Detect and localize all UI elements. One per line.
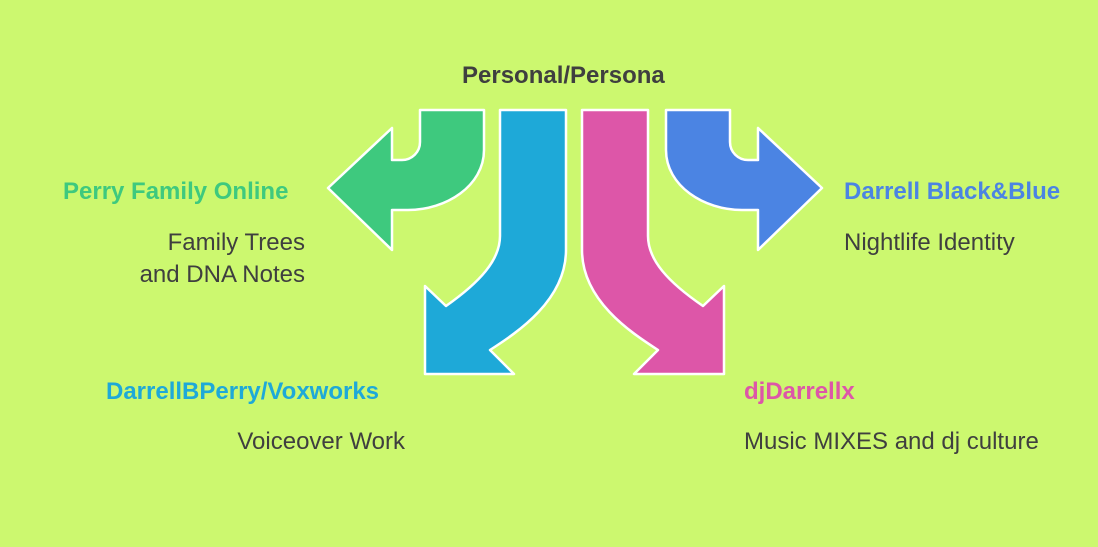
branch-title-darrell-black-and-blue: Darrell Black&Blue bbox=[844, 178, 1061, 205]
desc-line: and DNA Notes bbox=[139, 261, 305, 288]
arrow-darrell-black-and-blue bbox=[664, 108, 824, 252]
branch-desc-djdarrellx: Music MIXES and dj culture bbox=[744, 426, 1039, 458]
desc-line: Family Trees bbox=[167, 229, 305, 256]
root-title: Personal/Persona bbox=[462, 62, 665, 89]
branch-title-djdarrellx: djDarrellx bbox=[744, 378, 855, 405]
arrow-djdarrellx bbox=[580, 108, 726, 376]
desc-line: Music MIXES and dj culture bbox=[744, 428, 1039, 455]
desc-line: Nightlife Identity bbox=[844, 229, 1015, 256]
branch-desc-darrell-black-and-blue: Nightlife Identity bbox=[844, 227, 1015, 259]
branch-desc-perry-family-online: Family Trees and DNA Notes bbox=[140, 227, 305, 291]
arrow-perry-family-online bbox=[326, 108, 486, 252]
branch-title-darrellbperry-voxworks: DarrellBPerry/Voxworks bbox=[106, 378, 380, 405]
arrow-darrellbperry-voxworks bbox=[423, 108, 568, 376]
branch-desc-darrellbperry-voxworks: Voiceover Work bbox=[237, 426, 405, 458]
desc-line: Voiceover Work bbox=[237, 428, 405, 455]
branch-title-perry-family-online: Perry Family Online bbox=[63, 178, 289, 205]
